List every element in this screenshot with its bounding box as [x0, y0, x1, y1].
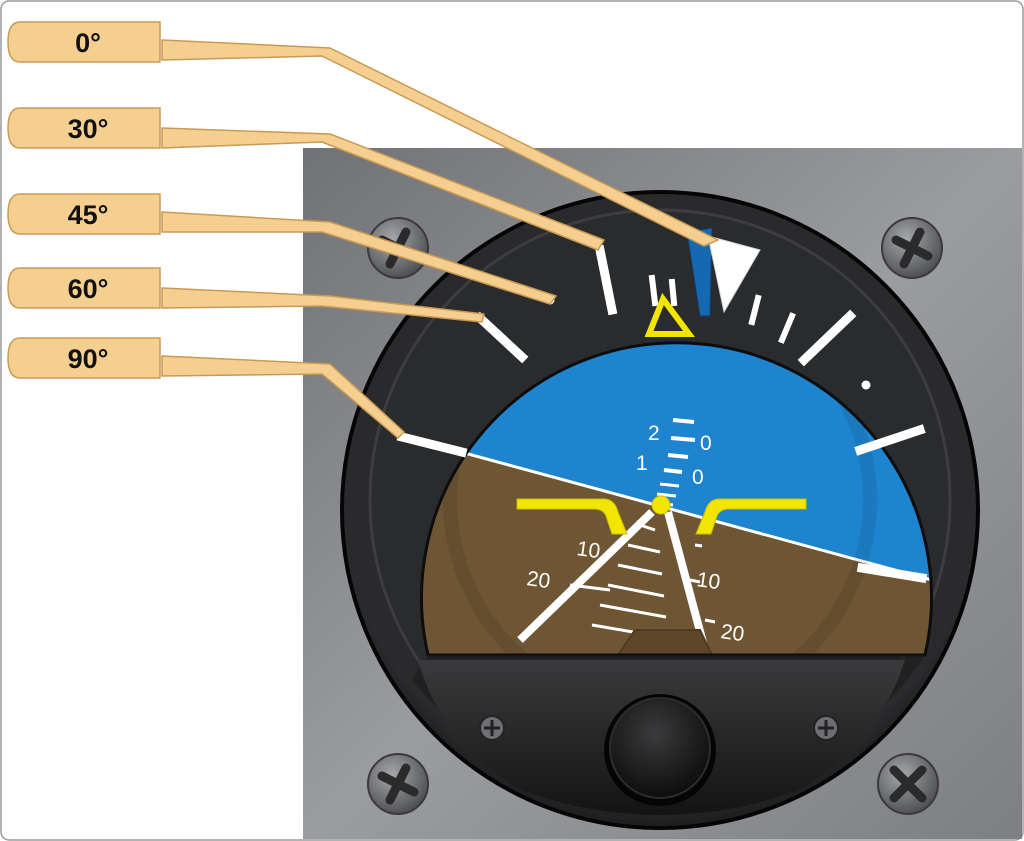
bank-mark-right-90	[856, 562, 928, 584]
ground	[421, 430, 932, 655]
miniature-aircraft	[516, 495, 807, 535]
bank-mark-right-30	[797, 309, 857, 367]
callout-label-45: 45°	[68, 200, 109, 230]
bank-scale	[396, 244, 928, 584]
runway-perspective	[517, 509, 716, 652]
housing-screw-left	[479, 715, 505, 741]
leader-0	[161, 39, 719, 247]
callout-0: 0°	[7, 21, 161, 63]
leader-60	[161, 287, 485, 323]
bank-mark-left-90	[396, 431, 468, 458]
pitch-label-up-right-a: 0	[700, 432, 712, 455]
bank-dot-right-45	[861, 380, 871, 390]
housing-screw-right	[813, 715, 839, 741]
callout-30: 30°	[7, 107, 161, 149]
bank-mark-left-20	[668, 278, 678, 307]
runway-threshold	[616, 629, 714, 655]
screw-bottom-left	[367, 753, 429, 815]
bank-mark-right-60	[854, 424, 926, 456]
callout-label-60: 60°	[68, 274, 109, 304]
bank-index-triangle-icon	[644, 292, 695, 337]
callout-leaders	[161, 39, 719, 439]
pitch-label-down-left-20: 20	[525, 567, 551, 593]
pitch-label-up-1: 1	[636, 452, 648, 475]
bank-index-white-triangle	[707, 235, 761, 314]
pitch-label-up-right-b: 0	[692, 466, 704, 489]
screw-bottom-right	[877, 753, 939, 815]
adjust-knob-icon[interactable]	[604, 694, 716, 806]
callout-label-90: 90°	[68, 344, 109, 374]
bank-mark-right-20	[778, 312, 796, 344]
leader-90	[161, 355, 405, 439]
bank-mark-left-60	[473, 311, 529, 364]
sky-pointer-icon	[686, 227, 713, 317]
pitch-label-down-left-10: 10	[575, 537, 601, 563]
callout-label-30: 30°	[68, 114, 109, 144]
bank-mark-left-10	[648, 274, 659, 307]
leader-30	[161, 127, 605, 251]
callout-label-0: 0°	[75, 28, 101, 58]
pitch-label-up-2: 2	[648, 422, 660, 445]
callout-45: 45°	[7, 193, 161, 235]
bank-mark-right-10	[748, 294, 762, 326]
leader-45	[161, 211, 557, 305]
bank-mark-left-30	[594, 244, 618, 316]
pitch-label-down-right-10: 10	[695, 568, 721, 594]
screw-top-right	[881, 217, 943, 279]
callout-90: 90°	[7, 337, 161, 379]
pitch-label-down-right-20: 20	[719, 620, 745, 646]
callout-60: 60°	[7, 267, 161, 309]
